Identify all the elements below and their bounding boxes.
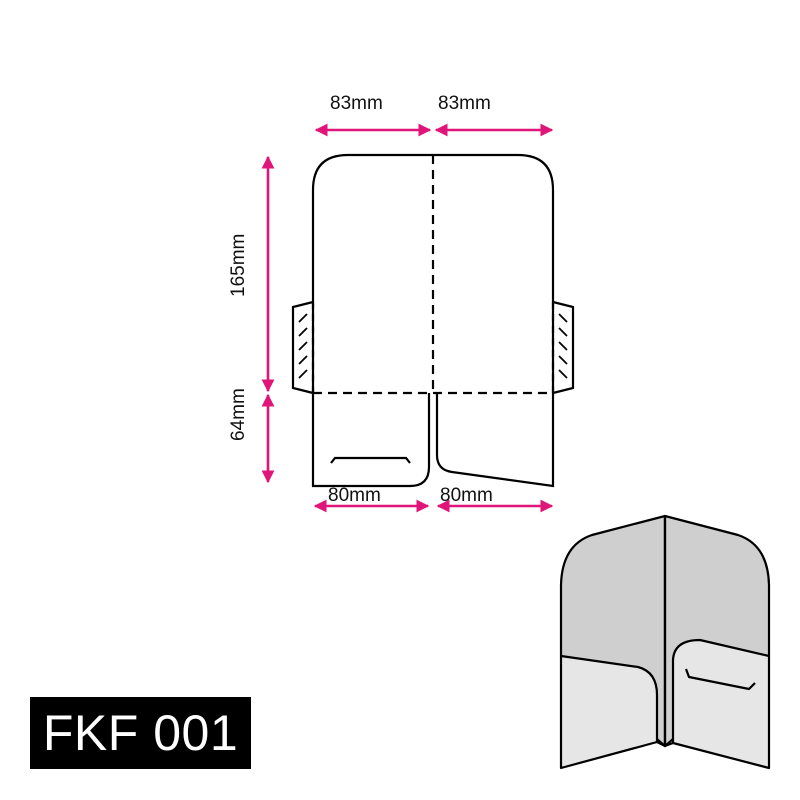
label-height-cover: 165mm bbox=[228, 233, 249, 297]
mockup-pocket-left bbox=[559, 654, 659, 770]
mockup-pocket-right bbox=[671, 638, 771, 770]
label-top-right-width: 83mm bbox=[438, 93, 491, 114]
right-glue-flap bbox=[552, 300, 575, 395]
left-glue-flap bbox=[291, 300, 314, 395]
mockup-card-slit bbox=[684, 668, 756, 691]
label-bottom-right-width: 80mm bbox=[440, 485, 493, 506]
right-glue-hatch bbox=[558, 313, 568, 379]
folder-mockup bbox=[559, 514, 771, 770]
right-pocket-outline bbox=[435, 393, 555, 488]
left-pocket-outline bbox=[311, 393, 431, 488]
label-top-left-width: 83mm bbox=[330, 93, 383, 114]
label-height-pocket: 64mm bbox=[228, 388, 249, 441]
dimension-arrows bbox=[261, 123, 554, 513]
flat-template bbox=[291, 153, 575, 488]
left-glue-hatch bbox=[298, 313, 308, 379]
label-bottom-left-width: 80mm bbox=[328, 485, 381, 506]
card-slit bbox=[330, 456, 411, 464]
product-code-badge: FKF 001 bbox=[30, 697, 251, 769]
